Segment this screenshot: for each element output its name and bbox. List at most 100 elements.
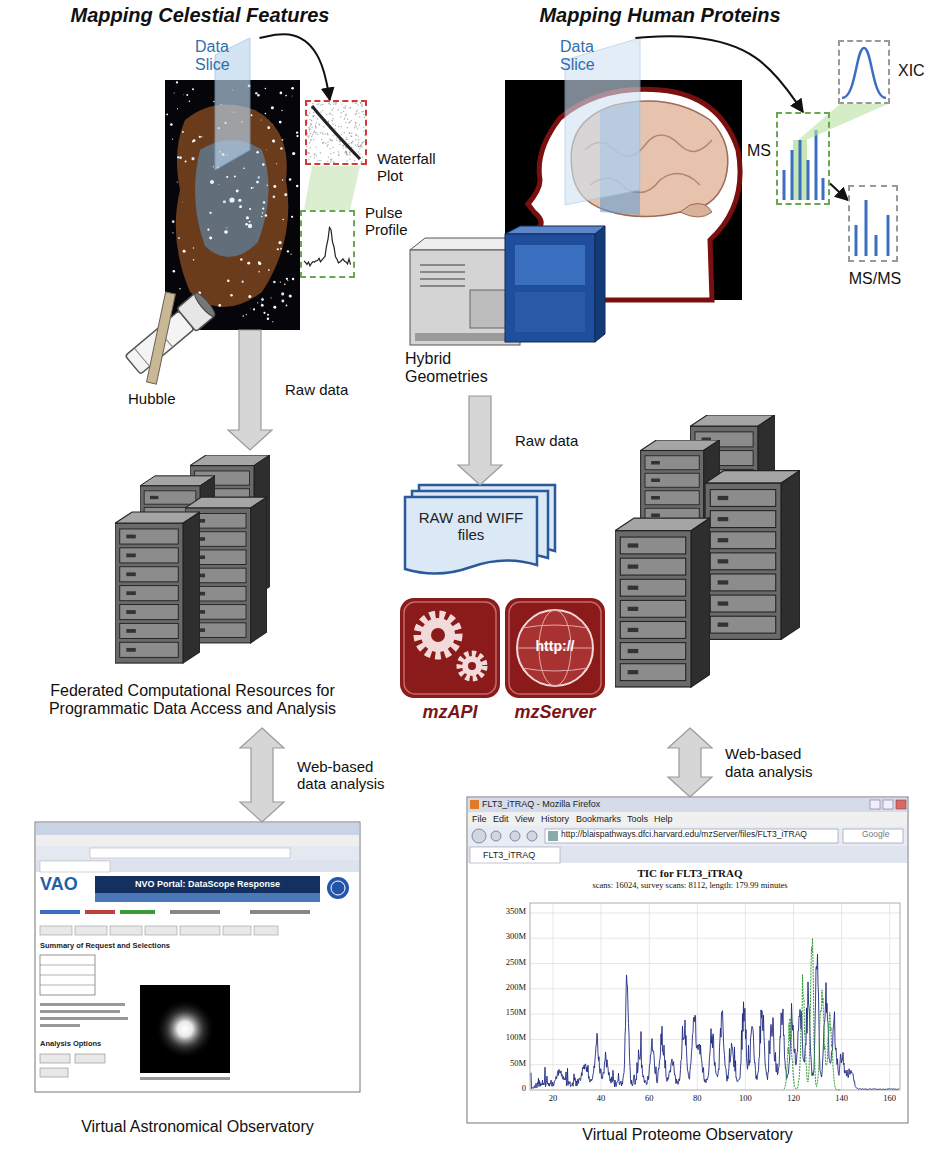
waterfall-art bbox=[342, 145, 343, 146]
ms-art bbox=[776, 40, 898, 262]
sky-image bbox=[239, 205, 242, 208]
window-title: FLT3_iTRAQ - Mozilla Firefox bbox=[482, 799, 600, 809]
tab-title: FLT3_iTRAQ bbox=[483, 850, 535, 860]
brain-scan: Data Slice bbox=[505, 38, 742, 300]
vao-screenshot bbox=[36, 835, 359, 846]
sky-image bbox=[176, 81, 178, 83]
waterfall-art bbox=[321, 139, 322, 140]
sky-image bbox=[280, 147, 282, 149]
sky-image bbox=[165, 38, 300, 330]
sky-image bbox=[179, 156, 182, 159]
sky-image bbox=[251, 187, 253, 189]
waterfall-art bbox=[346, 152, 347, 153]
vao-screenshot bbox=[40, 975, 95, 976]
observatory-screenshot: Virtual Proteome Observatory bbox=[467, 797, 908, 1147]
waterfall-art bbox=[345, 122, 346, 123]
waterfall-art bbox=[315, 132, 316, 133]
waterfall-art bbox=[320, 104, 321, 105]
mass-spectrometer-art bbox=[515, 292, 585, 332]
waterfall-art bbox=[361, 143, 362, 144]
vao-screenshot bbox=[155, 999, 215, 1059]
vao-screenshot bbox=[40, 955, 95, 995]
sky-image bbox=[285, 95, 287, 97]
sky-image bbox=[248, 224, 252, 228]
waterfall-art bbox=[350, 107, 351, 108]
sky-image bbox=[296, 131, 298, 133]
waterfall-art bbox=[333, 103, 334, 104]
sky-image bbox=[240, 258, 242, 260]
ms-art bbox=[807, 160, 810, 200]
waterfall-art bbox=[346, 153, 347, 154]
waterfall-art bbox=[325, 143, 326, 144]
waterfall-art bbox=[359, 148, 360, 149]
msms-spectrum: MS/MS bbox=[848, 185, 898, 262]
sky-image bbox=[179, 288, 180, 289]
page-heading: Summary of Request and Selections bbox=[40, 942, 170, 951]
waterfall-art bbox=[320, 111, 321, 112]
sky-image bbox=[265, 88, 267, 90]
waterfall-art bbox=[359, 146, 360, 147]
node-label: XIC bbox=[898, 62, 928, 80]
waterfall-plot: Waterfall Plot bbox=[305, 100, 367, 165]
waterfall-art bbox=[356, 111, 357, 112]
waterfall-art bbox=[350, 120, 351, 121]
axis-tick: 40 bbox=[581, 1094, 621, 1104]
vao-screenshot bbox=[223, 926, 251, 935]
axis-tick: 150M bbox=[476, 1008, 526, 1018]
waterfall-art bbox=[306, 133, 307, 134]
waterfall-art bbox=[355, 103, 356, 104]
sky-image bbox=[268, 269, 270, 271]
sky-image bbox=[291, 87, 294, 90]
sky-image bbox=[273, 196, 276, 199]
pulse-art bbox=[300, 210, 355, 278]
sky-image bbox=[290, 254, 291, 255]
waterfall-art bbox=[327, 161, 328, 162]
waterfall-art bbox=[359, 153, 360, 154]
sky-image bbox=[256, 181, 259, 184]
waterfall-art bbox=[349, 151, 350, 152]
waterfall-art bbox=[356, 126, 357, 127]
waterfall-art bbox=[311, 126, 312, 127]
waterfall-art bbox=[331, 140, 332, 141]
waterfall-art bbox=[332, 109, 333, 110]
axis-tick: 250M bbox=[476, 958, 526, 968]
mass-spectrometer-art bbox=[420, 285, 465, 287]
plot-grid bbox=[530, 988, 900, 989]
node-label: MS bbox=[747, 142, 775, 160]
waterfall-art bbox=[307, 119, 308, 120]
waterfall-art bbox=[358, 151, 359, 152]
sky-image bbox=[272, 321, 273, 322]
vpo-screenshot bbox=[470, 800, 479, 809]
vpo-screenshot bbox=[530, 903, 900, 1090]
sky-image bbox=[182, 201, 184, 203]
waterfall-art bbox=[315, 132, 316, 133]
plot-grid bbox=[649, 903, 650, 1090]
vao-screenshot bbox=[95, 893, 320, 902]
sky-image bbox=[257, 94, 259, 96]
waterfall-art bbox=[357, 109, 358, 110]
server-cabinets bbox=[615, 518, 710, 687]
waterfall-art bbox=[331, 139, 332, 140]
sky-image bbox=[193, 247, 194, 248]
sky-image bbox=[201, 136, 202, 137]
axis-tick: 100M bbox=[476, 1033, 526, 1043]
waterfall-art bbox=[313, 132, 314, 133]
waterfall-art bbox=[310, 133, 311, 134]
waterfall-art bbox=[351, 143, 352, 144]
mzserver-icon bbox=[509, 602, 601, 694]
sky-image bbox=[166, 114, 168, 116]
sky-image bbox=[284, 193, 287, 196]
ms-art bbox=[793, 140, 807, 200]
vao-screenshot bbox=[35, 822, 360, 1092]
waterfall-art bbox=[311, 124, 312, 125]
waterfall-art bbox=[310, 140, 311, 141]
waterfall-art bbox=[361, 104, 362, 105]
waterfall-art bbox=[350, 135, 351, 136]
waterfall-art bbox=[307, 135, 308, 136]
waterfall-art bbox=[361, 111, 362, 112]
waterfall-art bbox=[338, 126, 339, 127]
waterfall-art bbox=[335, 104, 336, 105]
server-cabinets bbox=[705, 471, 800, 640]
vpo-screenshot bbox=[468, 812, 907, 826]
waterfall-art bbox=[335, 125, 336, 126]
